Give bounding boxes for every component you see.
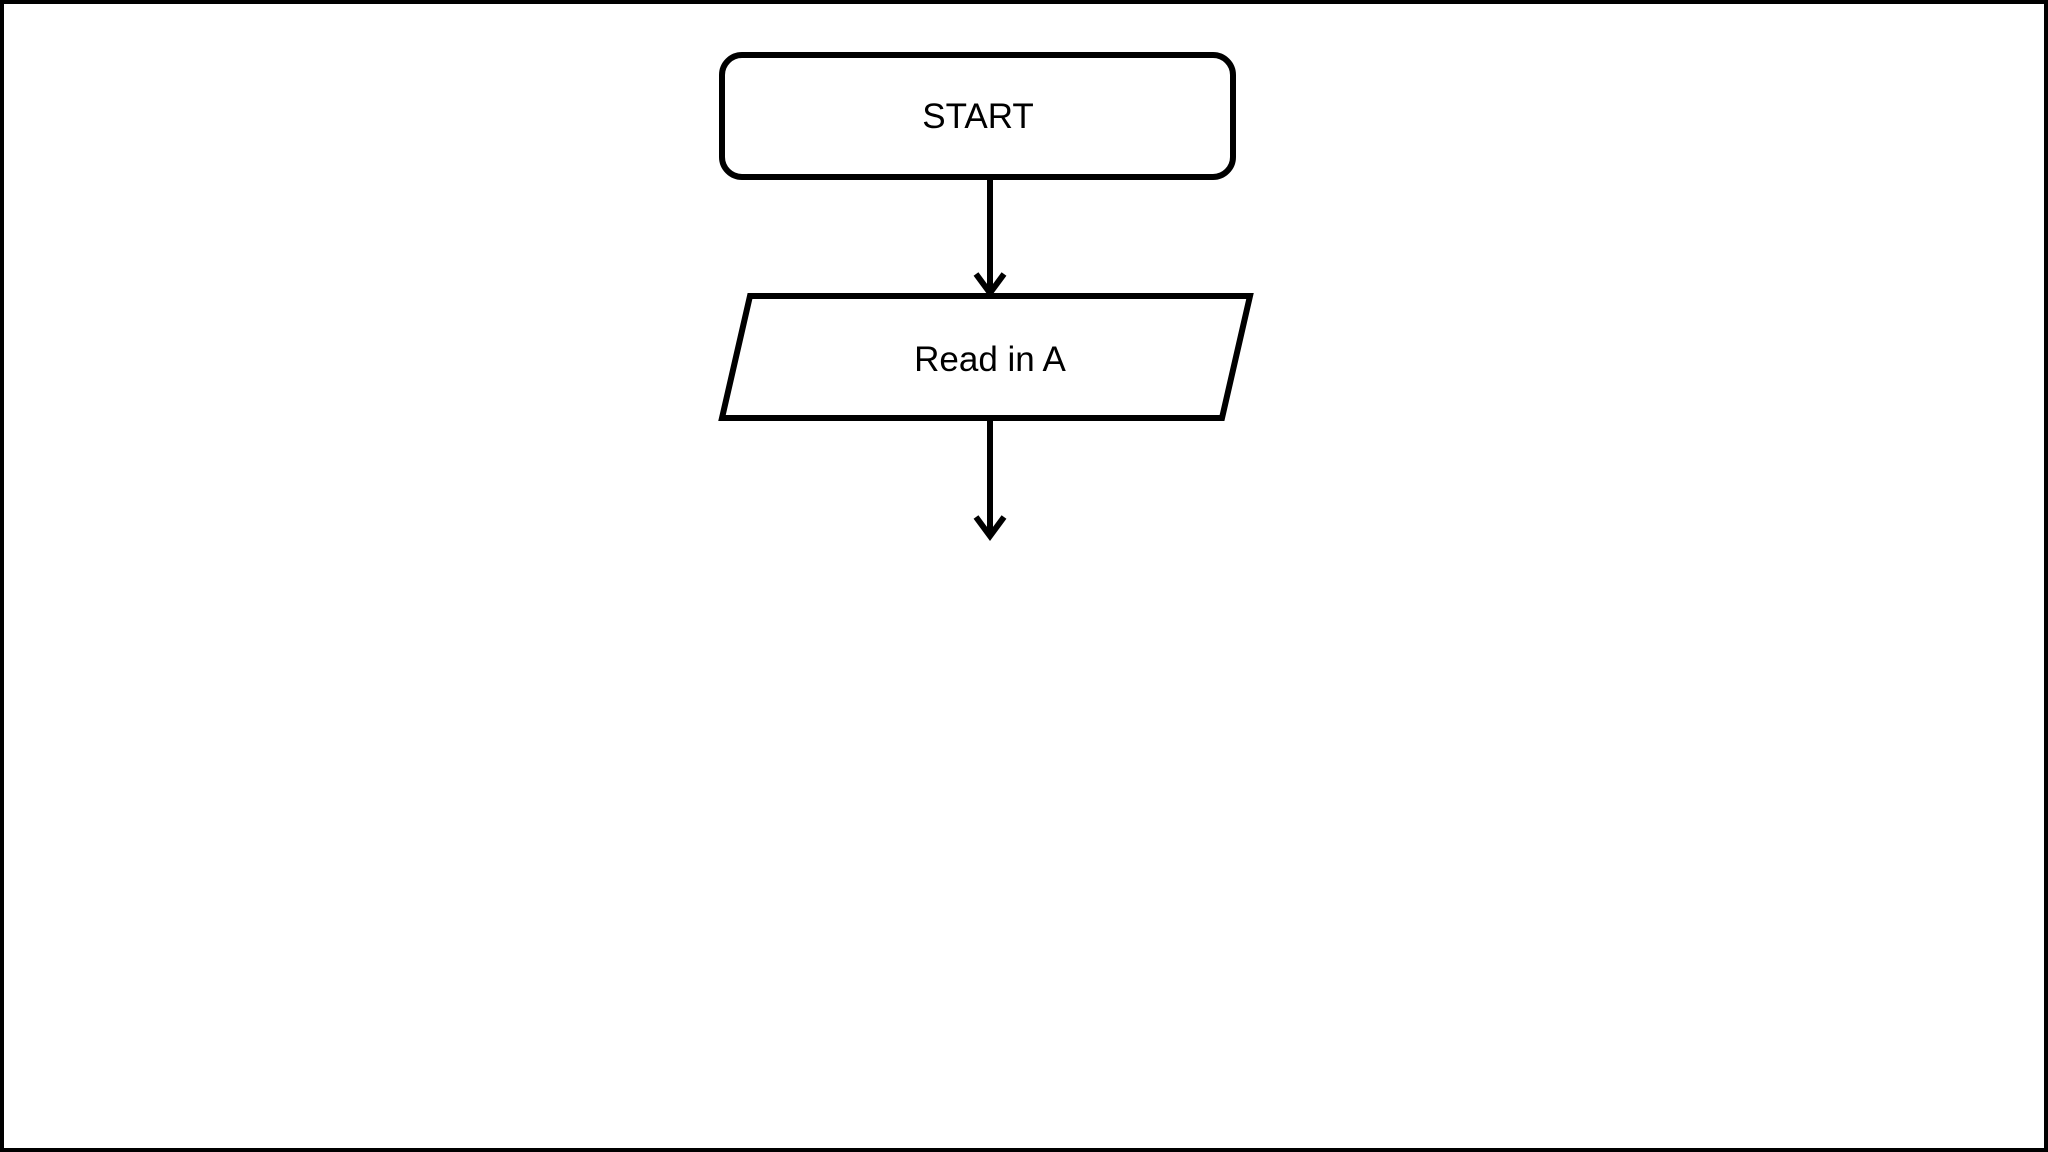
read-in-a-node-label: Read in A — [914, 340, 1066, 379]
connector-read-to-next — [973, 418, 1007, 542]
terminator-shape — [719, 52, 1236, 180]
flowchart-node-read-in-a: Read in A — [718, 293, 1254, 421]
connector-start-to-read — [973, 177, 1007, 299]
start-node-label: START — [922, 97, 1034, 136]
input-output-shape — [718, 293, 1254, 421]
arrowhead-down-icon — [973, 515, 1007, 542]
flowchart-node-start: START — [719, 52, 1236, 180]
